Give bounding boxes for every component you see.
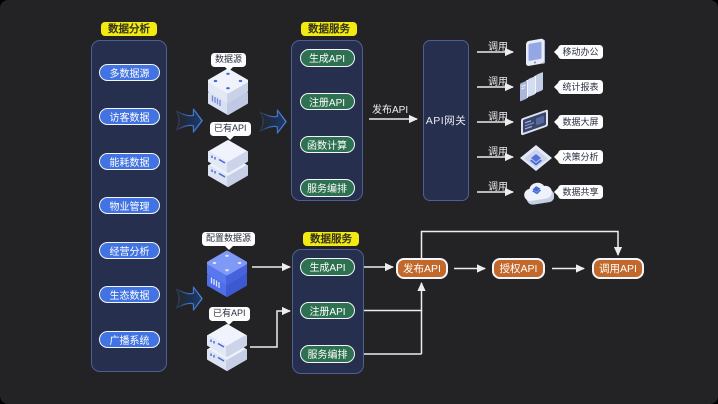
consumer-label: 数据共享	[553, 185, 604, 199]
consumer-label: 统计报表	[553, 80, 604, 94]
existing-api-tooltip-bottom: 已有API	[209, 307, 250, 324]
consumer-label: 决策分析	[553, 150, 604, 164]
analysis-item-button[interactable]: 生态数据	[99, 286, 160, 303]
publish-api-label: 发布API	[372, 105, 409, 116]
server-stack-icon	[208, 140, 248, 187]
call-label: 调用	[488, 112, 508, 123]
database-icon	[208, 68, 248, 115]
analysis-item-button[interactable]: 物业管理	[99, 197, 160, 214]
consumer-label: 移动办公	[553, 45, 604, 59]
authorize-api-button[interactable]: 授权API	[492, 258, 545, 279]
mobile-icon	[526, 38, 545, 66]
config-datasource-tooltip: 配置数据源	[202, 232, 256, 249]
analysis-item-button[interactable]: 访客数据	[99, 108, 160, 125]
service-item-button[interactable]: 生成API	[300, 258, 355, 276]
service-item-button[interactable]: 服务编排	[299, 179, 355, 197]
existing-api-tooltip: 已有API	[210, 122, 251, 139]
call-api-button[interactable]: 调用API	[592, 258, 644, 279]
share-icon	[524, 182, 554, 205]
service-panel-bottom-tab: 数据服务	[303, 232, 359, 246]
analysis-panel-tab: 数据分析	[101, 22, 157, 36]
service-item-button[interactable]: 服务编排	[300, 345, 355, 363]
report-icon	[520, 72, 543, 102]
config-database-icon	[207, 250, 247, 297]
service-item-button[interactable]: 注册API	[300, 301, 355, 319]
service-item-button[interactable]: 函数计算	[299, 135, 355, 153]
analysis-item-button[interactable]: 多数据源	[99, 63, 160, 81]
publish-api-button[interactable]: 发布API	[396, 258, 448, 279]
consumer-label: 数据大屏	[553, 115, 604, 129]
call-label: 调用	[488, 147, 508, 158]
service-panel-top	[291, 40, 363, 201]
datasource-tooltip: 数据源	[211, 53, 247, 70]
screen-icon	[521, 109, 548, 136]
decision-icon	[520, 145, 552, 171]
call-label: 调用	[488, 182, 508, 193]
analysis-item-button[interactable]: 广播系统	[99, 330, 160, 348]
service-item-button[interactable]: 生成API	[299, 49, 355, 67]
service-item-button[interactable]: 注册API	[299, 92, 355, 110]
api-gateway-box: API网关	[423, 40, 469, 201]
analysis-item-button[interactable]: 经营分析	[99, 241, 160, 259]
server-stack-icon-bottom	[207, 324, 247, 371]
analysis-item-button[interactable]: 能耗数据	[99, 152, 160, 170]
call-label: 调用	[488, 42, 508, 53]
service-panel-top-tab: 数据服务	[301, 22, 357, 36]
call-label: 调用	[488, 77, 508, 88]
